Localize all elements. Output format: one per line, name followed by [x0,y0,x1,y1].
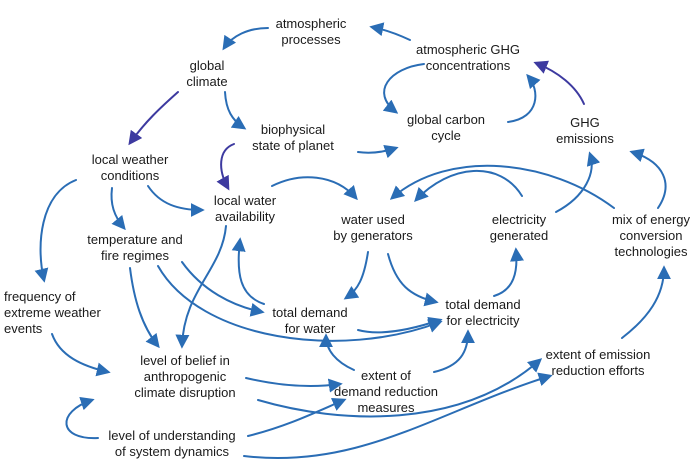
node-global-climate: global climate [186,58,228,89]
node-temperature-and-fire-regimes: temperature and fire regimes [87,232,183,263]
arrow-local-weather-to-local-water [147,185,205,217]
arrow-biophysical-to-local-water [216,143,235,191]
node-local-weather-conditions: local weather conditions [91,152,169,183]
node-level-of-belief: level of belief in anthropogenic climate… [134,353,236,400]
arrow-emission-reduction-to-mix [621,265,671,339]
arrow-mix-to-water-used [389,164,615,209]
arrow-demand-reduction-to-total-demand-water [319,333,355,371]
node-atmospheric-processes: atmospheric processes [275,16,347,47]
node-atmospheric-ghg-concentrations: atmospheric GHG concentrations [415,42,521,73]
arrow-ghg-concentrations-to-carbon-cycle [382,63,425,114]
arrow-understanding-to-belief [65,396,99,440]
node-extent-of-demand-reduction-measures: extent of demand reduction measures [333,368,439,415]
arrow-global-climate-to-biophysical [224,91,247,130]
arrow-belief-to-demand-reduction [245,377,343,393]
arrow-frequency-to-belief [51,333,111,377]
arrow-atmospheric-processes-to-global-climate [222,27,269,51]
arrow-understanding-to-emission-reduction [243,372,553,460]
arrow-understanding-to-demand-reduction [247,397,347,437]
arrow-total-demand-water-to-local-water [231,237,265,305]
arrow-belief-to-emission-reduction [257,358,543,418]
arrow-demand-reduction-to-total-demand-electricity [433,329,475,373]
arrow-ghg-concentrations-to-atmospheric-processes [369,22,411,41]
arrow-local-weather-to-temperature [110,187,126,231]
arrow-local-water-to-belief [175,225,227,349]
node-local-water-availability: local water availability [213,193,277,224]
node-total-demand-for-electricity: total demand for electricity [445,297,521,328]
arrow-total-demand-water-to-total-demand-electricity [357,316,443,334]
arrow-mix-to-ghg-emissions [629,148,667,209]
node-level-of-understanding-of-system-dynamics: level of understanding of system dynamic… [108,428,236,459]
node-biophysical-state-of-planet: biophysical state of planet [252,122,334,153]
node-electricity-generated: electricity generated [489,212,549,243]
arrow-water-used-to-total-demand-water [343,251,369,300]
arrow-total-demand-electricity-to-electricity [493,247,524,297]
node-total-demand-for-water: total demand for water [272,305,348,336]
arrow-temperature-to-total-demand-electricity [157,265,443,342]
arrow-local-weather-to-frequency [34,179,77,283]
node-extent-of-emission-reduction-efforts: extent of emission reduction efforts [545,347,651,378]
node-water-used-by-generators: water used by generators [333,212,413,243]
arrow-temperature-to-total-demand-water [181,261,265,317]
node-global-carbon-cycle: global carbon cycle [406,112,486,143]
node-mix-of-energy-conversion-technologies: mix of energy conversion technologies [611,212,691,259]
arrow-electricity-to-water-used [414,170,523,203]
arrow-biophysical-to-carbon-cycle [357,144,399,159]
arrow-water-used-to-total-demand-electricity [387,253,439,307]
node-frequency-of-extreme-weather-events: frequency of extreme weather events [4,289,101,336]
arrow-local-water-to-water-used [271,176,358,201]
node-ghg-emissions: GHG emissions [556,115,614,146]
arrow-carbon-cycle-to-ghg-concentrations [507,73,541,123]
arrow-global-climate-to-local-weather [128,91,179,146]
arrow-electricity-to-ghg-emissions [555,151,601,213]
arrow-temperature-to-belief [129,267,160,349]
arrow-ghg-emissions-to-ghg-concentrations [533,60,585,105]
